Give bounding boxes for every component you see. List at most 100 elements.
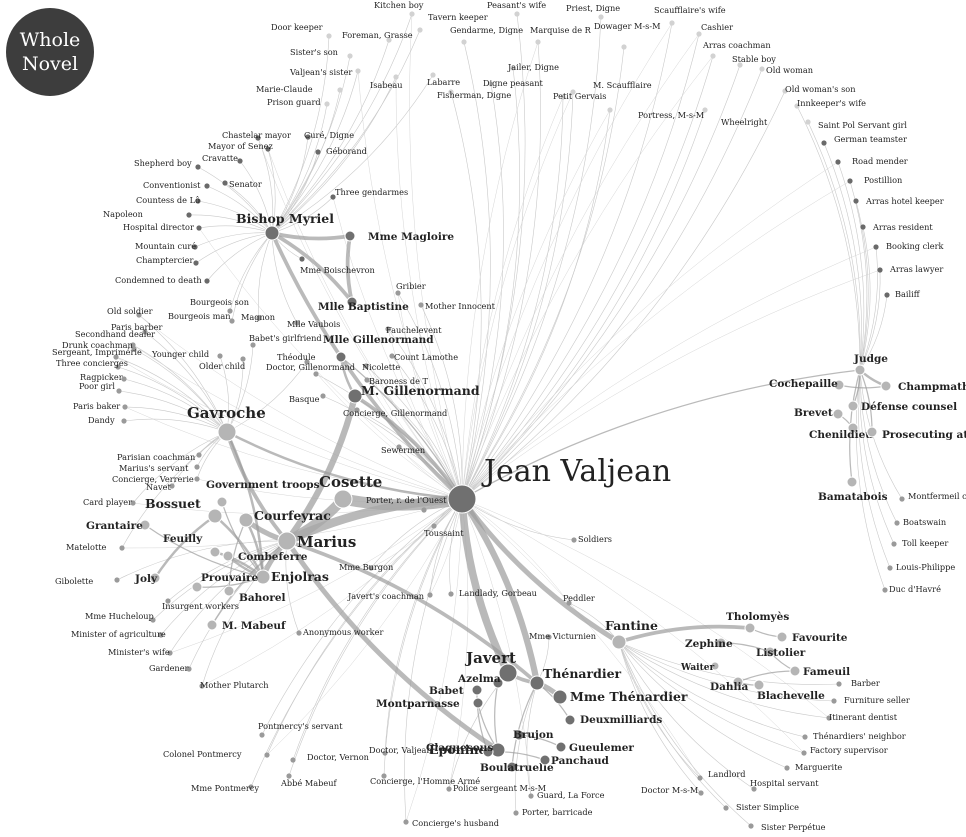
node-thenardiers-neighbor[interactable] (802, 734, 808, 740)
node-babets-girlfriend[interactable] (250, 342, 256, 348)
node-shepherd-boy[interactable] (195, 164, 201, 170)
node-toussaint[interactable] (431, 523, 437, 529)
node-judge[interactable] (854, 364, 866, 376)
node-enjolras[interactable] (255, 569, 271, 585)
node-doctor-msm[interactable] (698, 790, 704, 796)
node-colonel-pontmercy[interactable] (264, 752, 270, 758)
node-police-sergeant[interactable] (446, 786, 452, 792)
node-concierge-lhomme-arme[interactable] (381, 773, 387, 779)
node-toll-keeper[interactable] (891, 541, 897, 547)
node-doctor-vernon[interactable] (290, 757, 296, 763)
node-mme-victurnien[interactable] (546, 634, 552, 640)
node-duc-dhavre[interactable] (882, 587, 888, 593)
node-mother-innocent[interactable] (418, 302, 424, 308)
node-sister-simplice[interactable] (723, 805, 729, 811)
node-scaufflaire[interactable] (570, 89, 576, 95)
node-sister-perpetue[interactable] (748, 823, 754, 829)
node-marguerite[interactable] (784, 765, 790, 771)
node-gendarme-digne[interactable] (461, 39, 467, 45)
node-scaufflaires-wife[interactable] (669, 20, 675, 26)
node-isabeau[interactable] (393, 74, 399, 80)
node-paris-barber[interactable] (142, 329, 148, 335)
node-gribier[interactable] (395, 290, 401, 296)
node-porter-barricade[interactable] (513, 810, 519, 816)
node-marie-claude[interactable] (337, 87, 343, 93)
node-senator[interactable] (222, 180, 228, 186)
node-magloire[interactable] (344, 230, 356, 242)
node-zephine[interactable] (715, 637, 727, 649)
node-babet[interactable] (471, 684, 483, 696)
node-factory-supervisor[interactable] (801, 750, 807, 756)
node-montfermeil-coachman[interactable] (899, 496, 905, 502)
node-thenardier[interactable] (529, 675, 545, 691)
node-favourite[interactable] (776, 631, 788, 643)
node-joly[interactable] (149, 572, 161, 584)
node-petit-gervais[interactable] (560, 94, 566, 100)
node-bamatabois[interactable] (846, 476, 858, 488)
node-feuilly[interactable] (209, 546, 221, 558)
node-cosette[interactable] (333, 489, 353, 509)
node-arras-hotel-keeper[interactable] (853, 198, 859, 204)
node-arras-coachman[interactable] (710, 53, 716, 59)
node-drunk-coachman[interactable] (131, 346, 137, 352)
node-prouvaire[interactable] (191, 581, 203, 593)
node-road-mender[interactable] (835, 159, 841, 165)
node-javert[interactable] (498, 663, 518, 683)
node-porter-rdelouest[interactable] (421, 507, 427, 513)
node-fantine[interactable] (611, 634, 627, 650)
node-mllegillen[interactable] (335, 351, 347, 363)
node-insurgent-workers[interactable] (165, 598, 171, 604)
node-doctor-gillenormand[interactable] (313, 371, 319, 377)
node-doctor-valjean[interactable] (382, 750, 388, 756)
node-baptistine[interactable] (346, 296, 358, 308)
node-bishop[interactable] (264, 225, 280, 241)
node-prosecuting[interactable] (866, 426, 878, 438)
node-deux[interactable] (564, 714, 576, 726)
node-itinerant-dentist[interactable] (826, 715, 832, 721)
node-dandy[interactable] (121, 418, 127, 424)
node-concierge-verrerie[interactable] (194, 476, 200, 482)
node-gibolette[interactable] (114, 577, 120, 583)
node-brevet[interactable] (832, 408, 844, 420)
node-boulatruelle[interactable] (506, 761, 518, 773)
node-conventionist[interactable] (204, 183, 210, 189)
node-mlle-vaubois[interactable] (294, 320, 300, 326)
node-labarre[interactable] (430, 72, 436, 78)
node-chastelar-mayor[interactable] (255, 135, 261, 141)
node-wheelright[interactable] (702, 107, 708, 113)
node-cashier[interactable] (696, 31, 702, 37)
node-montparnasse[interactable] (472, 697, 484, 709)
node-grantaire[interactable] (139, 519, 151, 531)
node-german-teamster[interactable] (821, 140, 827, 146)
node-bahorel[interactable] (223, 585, 235, 597)
node-prison-guard[interactable] (324, 101, 330, 107)
node-gardener[interactable] (186, 666, 192, 672)
node-poor-girl[interactable] (116, 388, 122, 394)
node-navet[interactable] (169, 483, 175, 489)
node-matelotte[interactable] (119, 545, 125, 551)
node-postillion[interactable] (847, 178, 853, 184)
node-abbe-mabeuf[interactable] (286, 773, 292, 779)
node-waiter[interactable] (710, 661, 720, 671)
node-defense[interactable] (847, 400, 859, 412)
node-valjeans-sister[interactable] (355, 68, 361, 74)
node-arras-lawyer[interactable] (877, 267, 883, 273)
node-mme-hucheloup[interactable] (150, 617, 156, 623)
node-stable-boy[interactable] (737, 62, 743, 68)
node-theodule[interactable] (304, 359, 310, 365)
node-basque[interactable] (320, 393, 326, 399)
node-baroness-de-t[interactable] (364, 377, 370, 383)
node-louis-philippe[interactable] (887, 565, 893, 571)
node-barber[interactable] (836, 681, 842, 687)
node-blachevelle[interactable] (753, 679, 765, 691)
node-digne-peasant[interactable] (488, 81, 494, 87)
node-peasants-wife[interactable] (514, 11, 520, 17)
node-landlady-gorbeau[interactable] (448, 591, 454, 597)
node-bossuet[interactable] (207, 508, 223, 524)
node-soldiers[interactable] (571, 537, 577, 543)
node-dowager[interactable] (621, 44, 627, 50)
node-panchaud[interactable] (539, 754, 551, 766)
node-mayor-of-senez[interactable] (265, 146, 271, 152)
node-mme-burgon[interactable] (368, 565, 374, 571)
node-card-player[interactable] (130, 500, 136, 506)
